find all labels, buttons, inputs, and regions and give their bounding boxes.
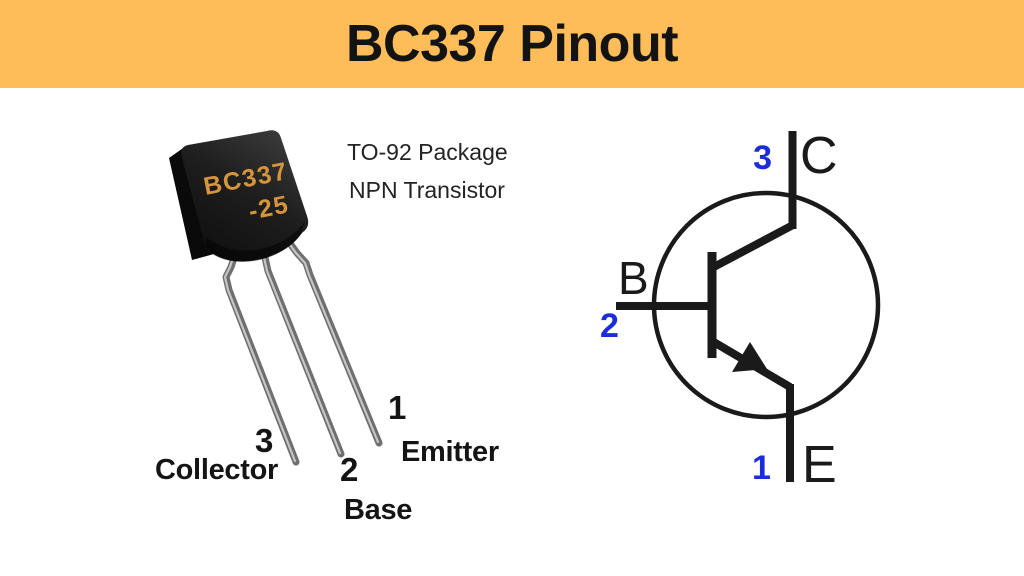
emitter-arrow xyxy=(732,342,767,372)
schematic-collector-number: 3 xyxy=(753,139,772,177)
emitter-diagonal-line xyxy=(709,337,793,391)
leg-base xyxy=(258,240,345,458)
package-bottom-face xyxy=(205,221,305,262)
schematic-base-number: 2 xyxy=(600,307,619,345)
schematic-collector-letter: C xyxy=(800,127,838,185)
header-banner: BC337 Pinout xyxy=(0,0,1024,88)
pin2-number: 2 xyxy=(340,451,359,488)
page-title: BC337 Pinout xyxy=(345,15,679,73)
pin1-number: 1 xyxy=(388,389,407,426)
pin3-number: 3 xyxy=(255,422,274,459)
schematic-emitter-number: 1 xyxy=(752,449,771,487)
package-side-face xyxy=(169,146,214,260)
leg-emitter xyxy=(282,234,383,447)
pin3-name: Collector xyxy=(155,454,278,486)
pin2-name: Base xyxy=(344,494,413,526)
symbol-circle xyxy=(651,190,881,420)
pin1-name: Emitter xyxy=(401,436,499,468)
collector-diagonal-line xyxy=(710,221,795,272)
caption-transistor-type: NPN Transistor xyxy=(349,177,505,203)
schematic-base-letter: B xyxy=(618,252,649,304)
schematic-emitter-letter: E xyxy=(802,436,837,494)
caption-package-type: TO-92 Package xyxy=(347,139,508,165)
